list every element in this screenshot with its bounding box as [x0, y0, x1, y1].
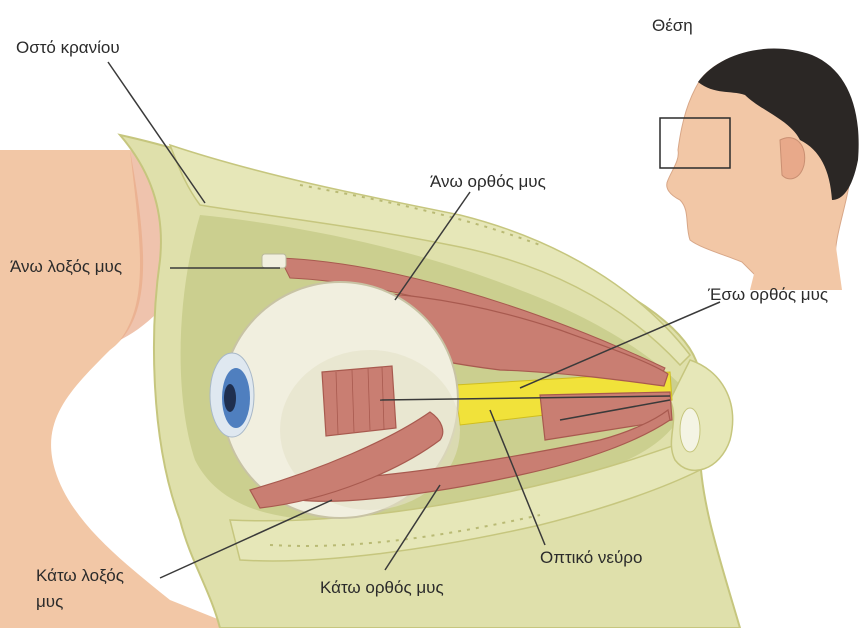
label-position: Θέση — [652, 16, 693, 36]
head-ear — [780, 138, 805, 179]
pupil — [224, 384, 236, 412]
label-skull-bone: Οστό κρανίου — [16, 38, 120, 58]
label-medial-rectus: Έσω ορθός μυς — [708, 285, 828, 305]
label-inferior-oblique-line1: Κάτω λοξός — [36, 566, 124, 586]
label-optic-nerve: Οπτικό νεύρο — [540, 548, 642, 568]
label-inferior-oblique-line2: μυς — [36, 592, 63, 612]
trochlea — [262, 254, 286, 268]
optic-canal — [680, 408, 700, 452]
label-superior-rectus: Άνω ορθός μυς — [430, 172, 546, 192]
label-superior-oblique: Άνω λοξός μυς — [10, 257, 122, 277]
label-inferior-rectus: Κάτω ορθός μυς — [320, 578, 444, 598]
head-profile-icon — [660, 49, 859, 290]
medial-rectus-insertion — [322, 366, 396, 436]
